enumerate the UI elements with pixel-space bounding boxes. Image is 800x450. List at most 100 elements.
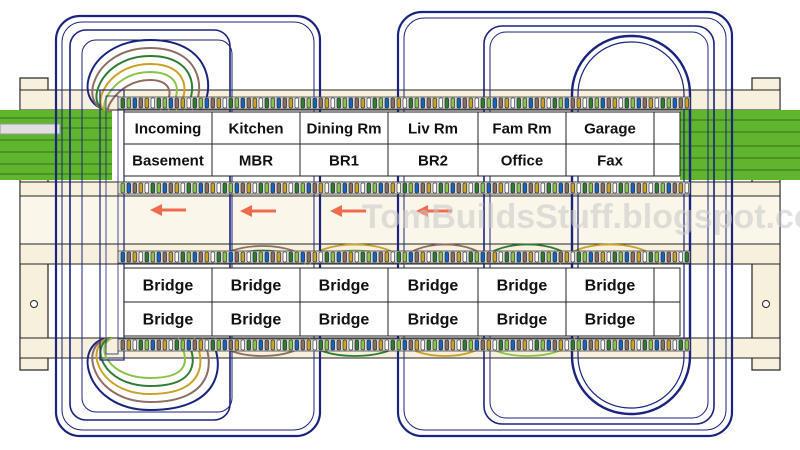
terminal-contact [324, 251, 329, 263]
terminal-contact [558, 182, 563, 194]
terminal-contact [228, 182, 233, 194]
terminal-contact [480, 97, 485, 109]
terminal-contact [144, 339, 149, 351]
terminal-contact [636, 182, 641, 194]
terminal-contact [630, 251, 635, 263]
terminal-contact [138, 251, 143, 263]
terminal-contact [528, 97, 533, 109]
terminal-contact [678, 97, 683, 109]
terminal-contact [654, 97, 659, 109]
terminal-contact [522, 182, 527, 194]
terminal-contact [360, 339, 365, 351]
terminal-contact [384, 182, 389, 194]
terminal-contact [402, 97, 407, 109]
terminal-contact [222, 251, 227, 263]
terminal-contact [138, 97, 143, 109]
terminal-contact [294, 339, 299, 351]
terminal-contact [378, 97, 383, 109]
terminal-contact [618, 339, 623, 351]
terminal-contact [576, 251, 581, 263]
terminal-contact [540, 339, 545, 351]
terminal-contact [204, 251, 209, 263]
terminal-contact [648, 251, 653, 263]
label-text: Incoming [135, 121, 202, 138]
label-text: Dining Rm [307, 121, 382, 138]
label-text: Bridge [231, 312, 282, 329]
terminal-contact [264, 182, 269, 194]
terminal-contact [210, 182, 215, 194]
terminal-contact [174, 251, 179, 263]
terminal-contact [216, 251, 221, 263]
terminal-contact [402, 182, 407, 194]
terminal-contact [564, 251, 569, 263]
terminal-contact [300, 339, 305, 351]
terminal-contact [276, 97, 281, 109]
terminal-contact [180, 182, 185, 194]
terminal-contact [312, 182, 317, 194]
terminal-strip [117, 181, 691, 195]
label-cell: Bridge [299, 267, 389, 303]
terminal-contact [618, 97, 623, 109]
label-cell: Bridge [123, 301, 213, 337]
terminal-contact [480, 182, 485, 194]
label-text: Liv Rm [408, 121, 458, 138]
terminal-contact [252, 182, 257, 194]
terminal-contact [504, 182, 509, 194]
terminal-contact [204, 97, 209, 109]
label-cell: Kitchen [211, 111, 301, 145]
terminal-contact [360, 97, 365, 109]
terminal-contact [660, 339, 665, 351]
terminal-contact [354, 251, 359, 263]
terminal-contact [156, 339, 161, 351]
terminal-contact [222, 339, 227, 351]
terminal-contact [318, 339, 323, 351]
terminal-contact [186, 182, 191, 194]
terminal-contact [336, 251, 341, 263]
terminal-contact [540, 251, 545, 263]
terminal-contact [498, 182, 503, 194]
watermark-text: TomBuildsStuff.blogspot.com [362, 198, 800, 236]
terminal-contact [492, 97, 497, 109]
terminal-contact [408, 251, 413, 263]
label-text: Bridge [231, 278, 282, 295]
terminal-contact [156, 182, 161, 194]
label-text: Bridge [143, 312, 194, 329]
terminal-contact [642, 182, 647, 194]
terminal-contact [288, 339, 293, 351]
terminal-contact [306, 339, 311, 351]
terminal-contact [282, 251, 287, 263]
terminal-contact [426, 251, 431, 263]
terminal-contact [450, 339, 455, 351]
label-cell: Office [477, 143, 567, 177]
terminal-contact [222, 97, 227, 109]
label-text: Bridge [585, 312, 636, 329]
terminal-contact [384, 339, 389, 351]
terminal-contact [252, 339, 257, 351]
terminal-contact [390, 97, 395, 109]
terminal-contact [678, 251, 683, 263]
terminal-contact [594, 182, 599, 194]
terminal-contact [624, 339, 629, 351]
lower-left-cable-coil [86, 337, 219, 412]
terminal-contact [234, 182, 239, 194]
terminal-contact [420, 182, 425, 194]
terminal-contact [498, 251, 503, 263]
label-text: MBR [239, 153, 273, 170]
terminal-contact [264, 251, 269, 263]
terminal-contact [156, 97, 161, 109]
terminal-contact [510, 251, 515, 263]
terminal-contact [576, 339, 581, 351]
terminal-contact [612, 339, 617, 351]
label-text: Garage [584, 121, 636, 138]
terminal-contact [600, 97, 605, 109]
terminal-contact [120, 339, 125, 351]
terminal-contact [522, 339, 527, 351]
terminal-contact [186, 339, 191, 351]
terminal-contact [582, 339, 587, 351]
terminal-contact [678, 182, 683, 194]
terminal-contact [426, 339, 431, 351]
terminal-contact [402, 251, 407, 263]
terminal-contact [150, 339, 155, 351]
terminal-contact [492, 251, 497, 263]
